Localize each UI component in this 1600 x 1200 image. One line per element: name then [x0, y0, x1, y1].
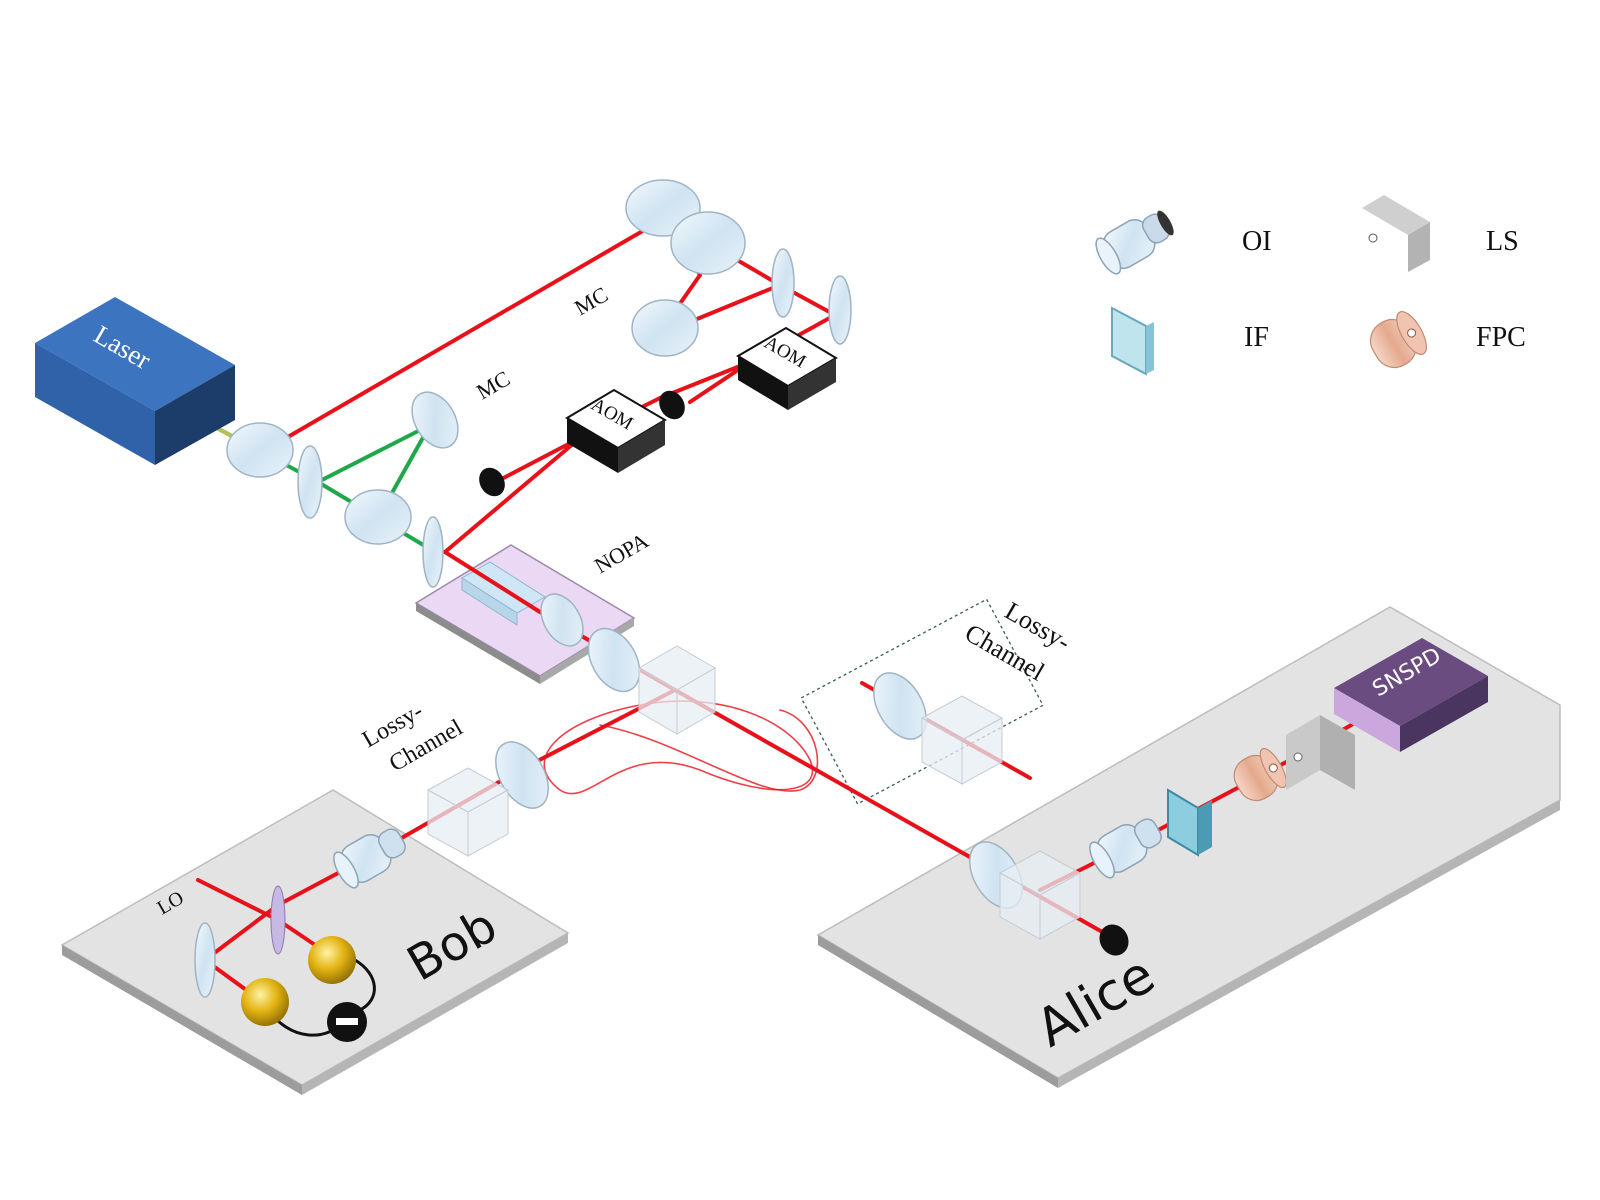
optical-isolator-icon	[1095, 210, 1174, 275]
mirror	[297, 445, 323, 519]
interference-filter-icon	[1111, 306, 1154, 376]
bs-cube-alice	[998, 850, 1082, 940]
lens	[873, 672, 927, 740]
mc-lower-label: MC	[472, 366, 514, 405]
bob-detection	[241, 885, 376, 1042]
mirror	[631, 299, 699, 357]
bs-cube-nopa	[638, 645, 716, 735]
optics	[194, 179, 1023, 998]
optical-isolator-alice	[1089, 818, 1162, 879]
beam-dump	[659, 390, 685, 420]
beam-dump	[1099, 924, 1129, 956]
light-shield-icon	[1362, 195, 1430, 272]
bs-cube-alice-lossy	[920, 695, 1004, 785]
lens	[495, 741, 549, 809]
lens	[540, 593, 584, 647]
lens	[587, 627, 641, 693]
legend: OI LS IF FPC	[1095, 195, 1526, 376]
interference-filter	[1167, 788, 1212, 857]
legend-oi: OI	[1242, 226, 1272, 257]
aom-upper: AOM	[736, 326, 838, 410]
mc-upper-label: MC	[570, 282, 612, 321]
mirror	[670, 211, 746, 275]
mirror	[226, 422, 294, 478]
beam-splitters	[426, 645, 1082, 940]
laser-box: Laser	[35, 297, 235, 465]
fpc	[1233, 747, 1287, 802]
nopa-label: NOPA	[590, 528, 653, 579]
legend-ls: LS	[1486, 226, 1519, 257]
beam-dumps	[479, 390, 1129, 956]
photodiode	[241, 978, 289, 1026]
mirror	[344, 489, 412, 545]
light-shield	[1286, 715, 1355, 790]
mirror	[194, 922, 216, 998]
beam-dump	[479, 467, 505, 497]
snspd-box: SNSPD	[1334, 638, 1488, 752]
aom-lower: AOM	[565, 388, 667, 473]
beam-splitter-plate	[270, 885, 286, 955]
legend-if: IF	[1244, 322, 1269, 353]
fiber-polarization-controller-icon	[1369, 311, 1427, 369]
optical-isolator-bob	[333, 828, 406, 889]
photodiode	[308, 936, 356, 984]
mirror	[411, 391, 459, 449]
legend-fpc: FPC	[1476, 322, 1526, 353]
mirror	[422, 516, 444, 588]
mirror	[828, 275, 852, 345]
bob-platform	[60, 789, 570, 1095]
bs-cube-bob	[426, 767, 510, 857]
mirror	[771, 248, 795, 318]
